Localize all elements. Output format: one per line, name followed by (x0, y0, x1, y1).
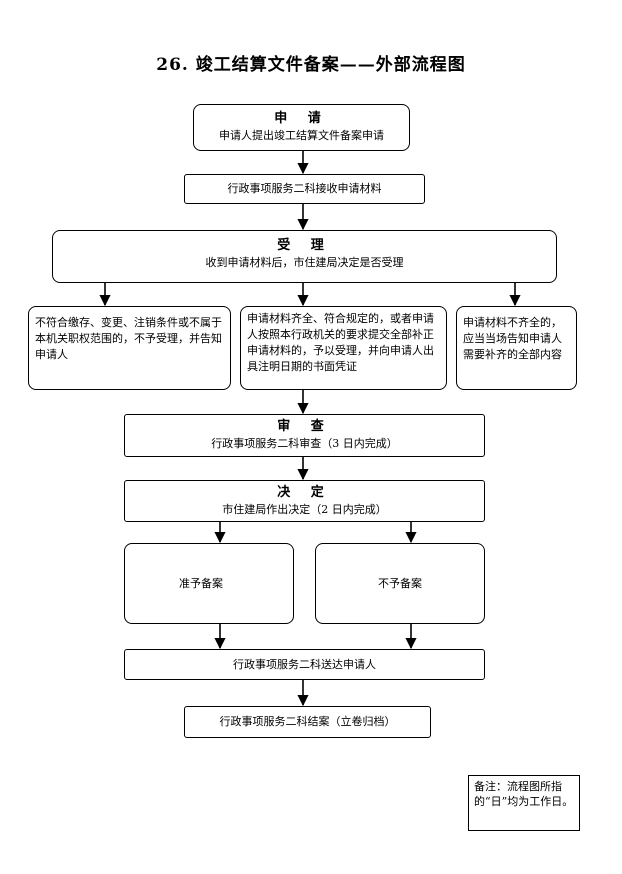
step-complete-text: 申请材料齐全、符合规定的，或者申请人按照本行政机关的要求提交全部补正申请材料的，… (247, 312, 434, 373)
step-apply-head: 申 请 (274, 111, 329, 126)
step-deliver: 行政事项服务二科送达申请人 (124, 649, 485, 680)
step-receive: 行政事项服务二科接收申请材料 (184, 174, 425, 204)
footnote-text: 备注：流程图所指的“日”均为工作日。 (474, 780, 574, 808)
step-review-text: 行政事项服务二科审查（3 日内完成） (211, 437, 398, 450)
step-accept-head: 受 理 (277, 238, 332, 253)
step-apply: 申 请 申请人提出竣工结算文件备案申请 (193, 104, 410, 151)
step-receive-text: 行政事项服务二科接收申请材料 (227, 182, 382, 195)
step-approve-text: 准予备案 (179, 576, 223, 590)
step-apply-text: 申请人提出竣工结算文件备案申请 (219, 129, 384, 142)
step-decide: 决 定 市住建局作出决定（2 日内完成） (124, 480, 485, 522)
step-accept-text: 收到申请材料后，市住建局决定是否受理 (205, 256, 404, 269)
step-approve: 准予备案 (124, 543, 294, 624)
step-deny-text: 不予备案 (378, 576, 422, 590)
step-complete: 申请材料齐全、符合规定的，或者申请人按照本行政机关的要求提交全部补正申请材料的，… (240, 306, 447, 390)
step-reject: 不符合缴存、变更、注销条件或不属于本机关职权范围的，不予受理，并告知申请人 (28, 306, 231, 390)
step-close-text: 行政事项服务二科结案（立卷归档） (219, 715, 396, 728)
step-deliver-text: 行政事项服务二科送达申请人 (233, 657, 376, 671)
step-deny: 不予备案 (315, 543, 485, 624)
step-accept: 受 理 收到申请材料后，市住建局决定是否受理 (52, 230, 557, 283)
step-incomplete-text: 申请材料不齐全的，应当当场告知申请人需要补齐的全部内容 (463, 316, 562, 361)
step-review: 审 查 行政事项服务二科审查（3 日内完成） (124, 414, 485, 457)
footnote-box: 备注：流程图所指的“日”均为工作日。 (468, 775, 580, 831)
step-decide-head: 决 定 (277, 485, 332, 500)
step-decide-text: 市住建局作出决定（2 日内完成） (222, 503, 387, 516)
step-reject-text: 不符合缴存、变更、注销条件或不属于本机关职权范围的，不予受理，并告知申请人 (35, 316, 222, 361)
step-close: 行政事项服务二科结案（立卷归档） (184, 706, 431, 738)
step-review-head: 审 查 (277, 419, 332, 434)
page-title: 26. 竣工结算文件备案——外部流程图 (156, 55, 466, 75)
step-incomplete: 申请材料不齐全的，应当当场告知申请人需要补齐的全部内容 (456, 306, 577, 390)
